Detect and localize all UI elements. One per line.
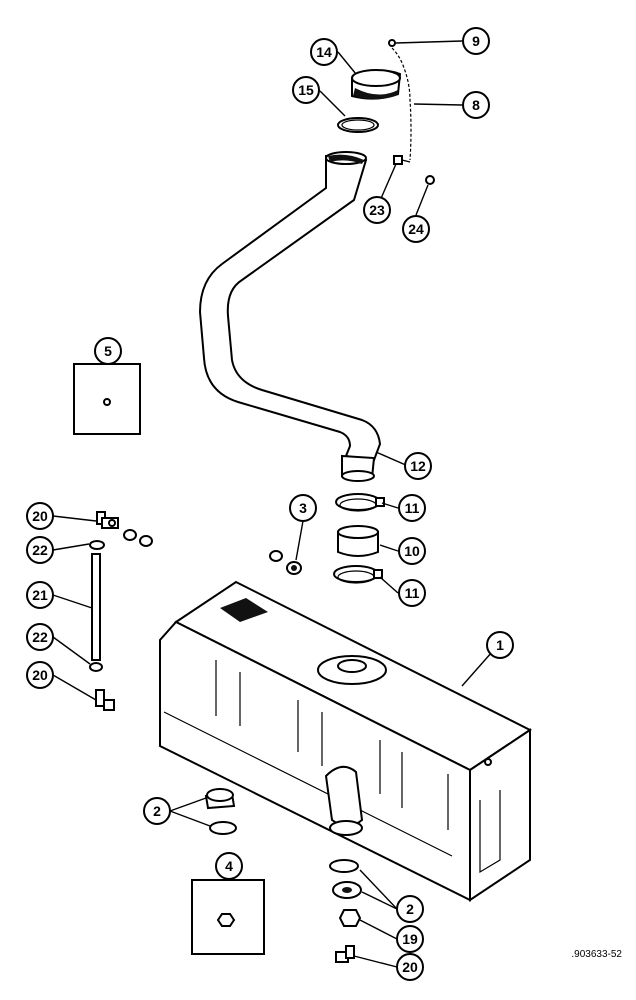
svg-text:9: 9 [472,33,480,49]
svg-text:8: 8 [472,97,480,113]
callout-11-lower: 11 [398,579,426,607]
svg-text:11: 11 [405,585,420,601]
callout-24: 24 [402,215,430,243]
callout-10: 10 [398,537,426,565]
bracket-bolt-20-lower [95,689,115,711]
svg-text:24: 24 [408,221,424,237]
svg-text:20: 20 [32,667,48,683]
svg-text:11: 11 [405,500,420,516]
hose-10 [337,525,379,557]
leader-lines [52,40,493,968]
tube-21 [91,553,101,661]
inset-panel-5 [73,363,141,435]
clip-22-upper [89,540,105,550]
svg-text:5: 5 [104,343,112,359]
hose-clamp-11-lower [333,565,383,584]
plug-2-left [204,788,237,835]
washers [123,529,153,547]
retaining-chain-8 [391,47,412,161]
hose-clamp-11-upper [335,493,385,512]
plug-2-right [329,859,362,899]
svg-text:14: 14 [316,44,332,60]
callout-20-lower: 20 [26,661,54,689]
callout-19: 19 [396,925,424,953]
svg-text:12: 12 [410,458,426,474]
callout-9: 9 [462,27,490,55]
callout-21: 21 [26,581,54,609]
callout-8: 8 [462,91,490,119]
nut-19 [338,909,362,927]
callout-22-lower: 22 [26,623,54,651]
callout-11-upper: 11 [398,494,426,522]
svg-text:21: 21 [32,587,48,603]
hose-end-12 [341,454,376,482]
callout-4: 4 [215,852,243,880]
svg-text:2: 2 [406,901,414,917]
svg-text:20: 20 [32,508,48,524]
fuel-tank-1 [159,580,532,902]
svg-text:20: 20 [402,959,418,975]
screw-23 [393,155,411,165]
svg-text:15: 15 [298,82,314,98]
svg-text:23: 23 [369,202,385,218]
callout-20-upper: 20 [26,502,54,530]
callout-3: 3 [289,494,317,522]
callout-2-left: 2 [143,797,171,825]
grommet-3 [269,550,302,575]
svg-text:3: 3 [299,500,307,516]
svg-text:4: 4 [225,858,233,874]
callout-5: 5 [94,337,122,365]
svg-text:22: 22 [32,629,48,645]
callout-12: 12 [404,452,432,480]
filler-cap-14 [351,69,402,100]
svg-text:19: 19 [402,931,418,947]
callout-2-right: 2 [396,895,424,923]
callout-22-upper: 22 [26,536,54,564]
clip-22-lower [89,662,103,672]
callout-1: 1 [486,631,514,659]
filler-neck-pipe [198,151,382,462]
callout-20-bottom: 20 [396,953,424,981]
svg-text:10: 10 [404,543,420,559]
svg-text:22: 22 [32,542,48,558]
chain-pin-9 [388,39,396,47]
bolt-20-bottom [335,945,355,963]
nut-24 [425,175,435,185]
callout-23: 23 [363,196,391,224]
reference-number: .903633-52 [571,949,622,960]
seal-ring-15 [337,117,379,133]
bracket-bolt-20-upper [96,511,119,529]
callout-15: 15 [292,76,320,104]
svg-text:2: 2 [153,803,161,819]
svg-text:1: 1 [496,637,504,653]
inset-panel-4 [191,879,265,955]
callout-14: 14 [310,38,338,66]
